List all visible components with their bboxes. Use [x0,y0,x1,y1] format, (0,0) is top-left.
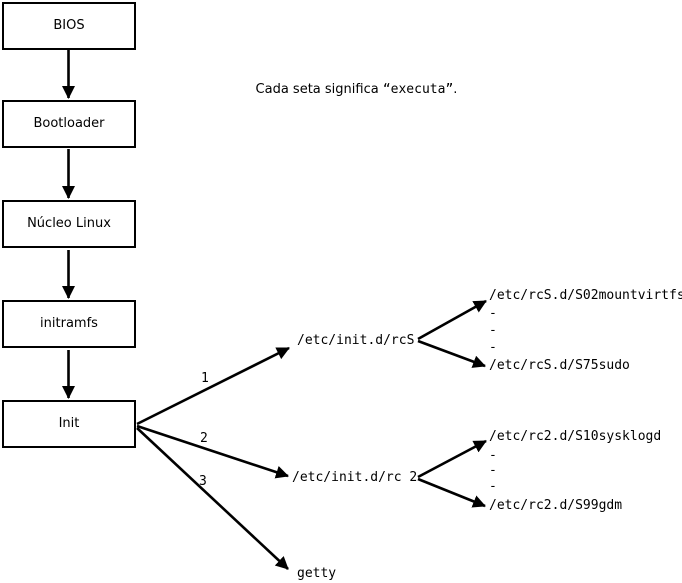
script-s10sysklogd: /etc/rc2.d/S10sysklogd [489,429,662,444]
arrow-rcs-to-s75-icon [417,339,486,368]
branch-1-number: 1 [201,371,209,386]
node-bootloader-label: Bootloader [33,116,105,131]
note-quoted: “executa” [382,82,454,97]
arrow-rcs-to-s02-icon [417,299,487,341]
ellipsis-dash: - [489,448,497,463]
ellipsis-dash: - [489,463,497,478]
node-initramfs-label: initramfs [40,316,98,331]
note-suffix: . [453,82,458,97]
script-s02mountvirtfs: /etc/rcS.d/S02mountvirtfs [489,288,682,303]
arrow-init-to-getty-icon [136,427,289,570]
node-bootloader: Bootloader [2,100,136,148]
ellipsis-dash: - [489,306,497,321]
script-s75sudo: /etc/rcS.d/S75sudo [489,358,630,373]
note-prefix: Cada seta significa [255,82,383,97]
node-init-label: Init [58,416,80,431]
node-initramfs: initramfs [2,300,136,348]
arrow-init-to-rcs-icon [136,346,290,426]
node-init: Init [2,400,136,448]
branch-2-number: 2 [200,431,208,446]
arrow-init-to-rc2-icon [136,424,289,479]
script-s99gdm: /etc/rc2.d/S99gdm [489,498,623,513]
node-bios: BIOS [2,2,136,50]
arrow-rc2-to-s10-icon [417,439,487,479]
arrow-rc2-to-s99-icon [417,477,486,508]
node-bios-label: BIOS [53,18,85,33]
node-kernel: Núcleo Linux [2,200,136,248]
node-kernel-label: Núcleo Linux [27,216,111,231]
ellipsis-dash: - [489,340,497,355]
ellipsis-dash: - [489,479,497,494]
target-init-d-rcs: /etc/init.d/rcS [297,333,415,348]
target-getty: getty [297,566,337,581]
branch-3-number: 3 [199,474,207,489]
target-init-d-rc2: /etc/init.d/rc 2 [292,470,418,485]
note: Cada seta significa “executa”. [239,64,458,115]
ellipsis-dash: - [489,323,497,338]
